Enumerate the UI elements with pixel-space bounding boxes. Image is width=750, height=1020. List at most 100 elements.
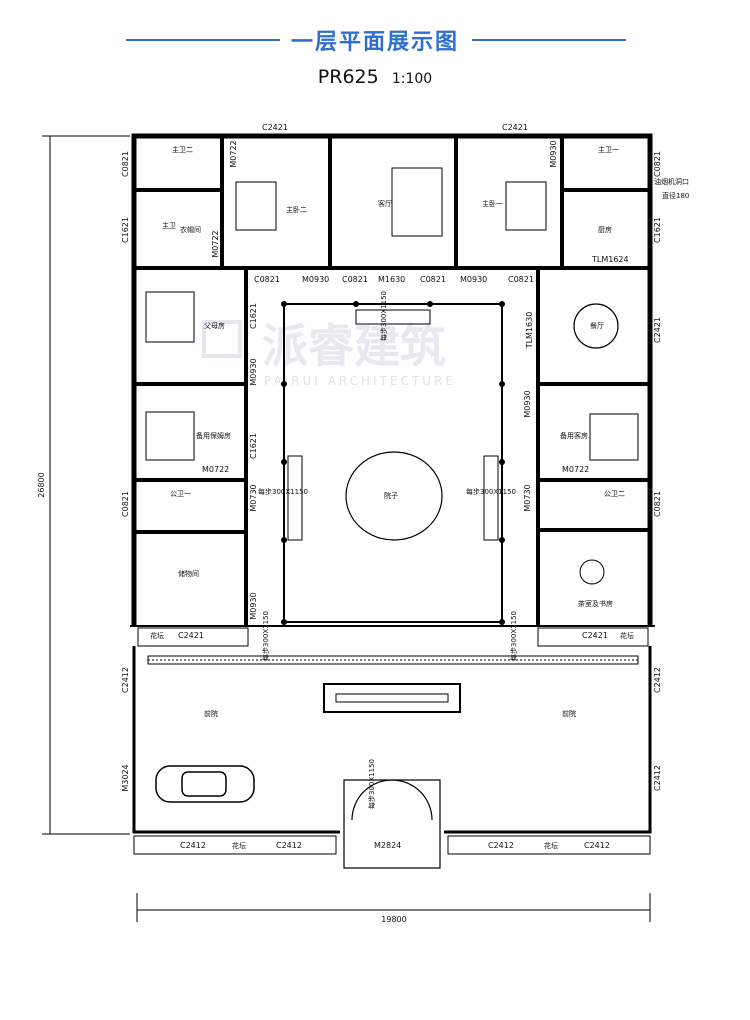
depth-dimension: 26800 (37, 472, 46, 497)
svg-text:每步300X1150: 每步300X1150 (379, 291, 388, 341)
room-parents: 父母房 (204, 321, 225, 330)
svg-text:每步300X1150: 每步300X1150 (261, 611, 270, 661)
step-notes: 每步300X1150 每步300X1150 每步300X1150 每步300X1… (258, 291, 518, 809)
interior-walls (134, 136, 650, 626)
room-tea-study: 茶室及书房 (578, 599, 613, 608)
svg-text:C0821: C0821 (653, 491, 662, 517)
sofa-icon (391, 167, 443, 237)
svg-text:TLM1630: TLM1630 (525, 312, 534, 350)
title-rule-right (472, 39, 626, 41)
room-master-bed-1: 主卧一 (482, 199, 503, 208)
svg-text:C2412: C2412 (653, 765, 662, 791)
courtyard-columns (281, 301, 505, 625)
svg-text:C2421: C2421 (653, 317, 662, 343)
svg-text:C2412: C2412 (584, 841, 610, 850)
plan-code: PR625 (317, 66, 379, 88)
svg-text:M0730: M0730 (523, 484, 532, 511)
plan-subtitle: PR625 1:100 (0, 66, 750, 88)
front-wall-planters (133, 627, 651, 855)
courtyard-steps (287, 309, 499, 541)
svg-text:每步300X1150: 每步300X1150 (258, 487, 308, 496)
room-public-bath-1: 公卫一 (170, 490, 191, 498)
plan-scale: 1:100 (391, 71, 433, 87)
dimension-lines (42, 135, 651, 922)
car-icon (155, 765, 255, 803)
watermark-logo (202, 320, 242, 358)
chimney-size: 直径180 (662, 191, 689, 200)
tea-table-icon (579, 559, 605, 585)
svg-text:C0821: C0821 (420, 275, 446, 284)
room-front-yard-right: 前院 (562, 709, 576, 718)
svg-text:C0821: C0821 (653, 151, 662, 177)
svg-text:C2412: C2412 (276, 841, 302, 850)
planter-front-left: 花坛 (232, 841, 246, 850)
svg-text:M0722: M0722 (562, 465, 589, 474)
svg-text:M0930: M0930 (523, 390, 532, 417)
svg-text:TLM1624: TLM1624 (591, 255, 629, 264)
watermark-text: 派睿建筑 (262, 319, 446, 373)
svg-text:C2412: C2412 (121, 667, 130, 693)
planter-right: 花坛 (620, 631, 634, 640)
room-public-bath-2: 公卫二 (604, 490, 625, 498)
svg-text:每步300X1150: 每步300X1150 (466, 487, 516, 496)
svg-text:C2412: C2412 (488, 841, 514, 850)
room-master-bed-2: 主卧二 (286, 205, 307, 214)
room-master-bath: 主卫 (162, 221, 176, 230)
svg-text:M1630: M1630 (378, 275, 405, 284)
room-living: 客厅 (378, 199, 392, 208)
svg-text:M0930: M0930 (460, 275, 487, 284)
page-title: 一层平面展示图 (290, 30, 459, 55)
svg-text:M0730: M0730 (249, 484, 258, 511)
planter-left: 花坛 (150, 631, 164, 640)
svg-text:C1621: C1621 (121, 217, 130, 243)
svg-text:M0722: M0722 (202, 465, 229, 474)
svg-text:M0722: M0722 (229, 140, 238, 167)
room-kitchen: 厨房 (598, 225, 612, 234)
room-front-yard-left: 前院 (204, 709, 218, 718)
svg-text:C0821: C0821 (121, 491, 130, 517)
svg-text:C2412: C2412 (180, 841, 206, 850)
opening-codes-vertical: C0821 C1621 M0722 M0722 M0930 C0821 C162… (121, 140, 662, 791)
svg-text:C0821: C0821 (342, 275, 368, 284)
dining-table-icon (573, 303, 619, 349)
svg-text:M3024: M3024 (121, 764, 130, 791)
svg-text:C0821: C0821 (508, 275, 534, 284)
room-closet: 衣帽间 (180, 225, 201, 234)
chimney-note: 油烟机洞口 (654, 177, 689, 186)
room-guest: 备用客房 (560, 431, 588, 440)
opening-codes: C2421 C2421 C0821 M0930 C0821 M1630 C082… (178, 123, 629, 850)
room-dining: 餐厅 (590, 321, 604, 330)
front-yard-pool (323, 683, 461, 713)
courtyard-pond (345, 451, 443, 541)
svg-text:C0821: C0821 (121, 151, 130, 177)
room-bath-1-top: 主卫一 (598, 145, 619, 154)
svg-text:C2421: C2421 (178, 631, 204, 640)
room-courtyard: 院子 (384, 491, 398, 500)
svg-text:M0930: M0930 (302, 275, 329, 284)
svg-text:C1621: C1621 (653, 217, 662, 243)
room-spare: 备用保姆房 (196, 431, 231, 440)
svg-text:C2421: C2421 (262, 123, 288, 132)
room-storage: 储物间 (178, 569, 199, 578)
watermark-subtext: PAIRUI ARCHITECTURE (264, 374, 456, 388)
svg-text:C2412: C2412 (653, 667, 662, 693)
svg-text:M2824: M2824 (374, 841, 401, 850)
svg-text:M0930: M0930 (249, 592, 258, 619)
front-gate (343, 779, 441, 869)
svg-text:M0930: M0930 (549, 140, 558, 167)
planter-front-right: 花坛 (544, 841, 558, 850)
width-dimension: 19800 (381, 915, 406, 924)
svg-text:C2421: C2421 (582, 631, 608, 640)
exterior-walls (130, 133, 655, 834)
svg-text:C0821: C0821 (254, 275, 280, 284)
title-rule-left (126, 39, 280, 41)
svg-text:每步300X1150: 每步300X1150 (367, 759, 376, 809)
svg-text:C1621: C1621 (249, 303, 258, 329)
svg-text:每步300X1150: 每步300X1150 (509, 611, 518, 661)
svg-text:C2421: C2421 (502, 123, 528, 132)
svg-text:C1621: C1621 (249, 433, 258, 459)
bed-icons (145, 181, 639, 461)
svg-text:M0930: M0930 (249, 358, 258, 385)
room-bath-2-top: 主卫二 (172, 145, 193, 154)
